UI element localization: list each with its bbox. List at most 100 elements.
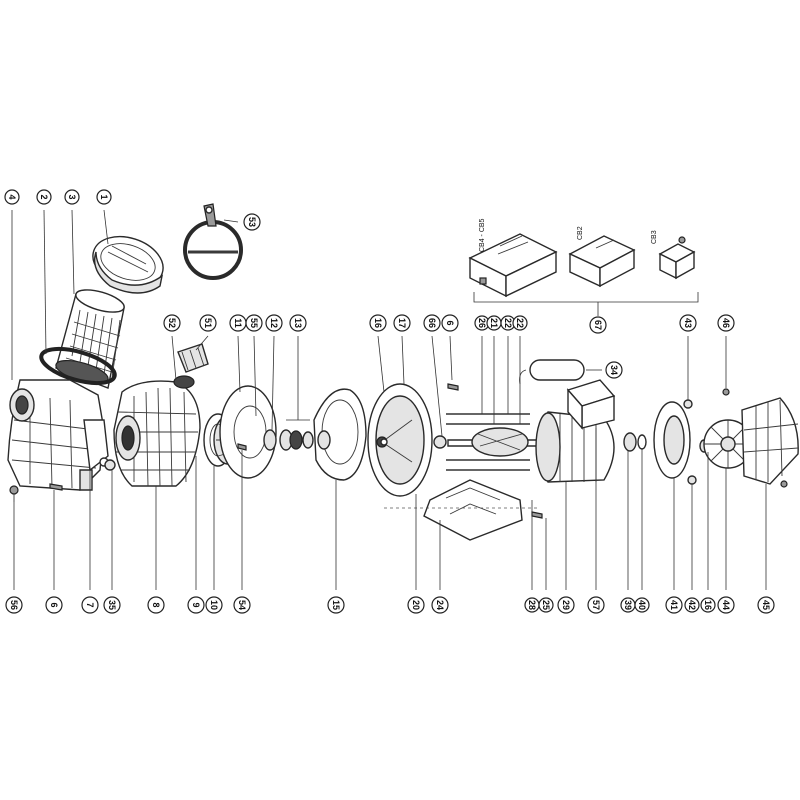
callout-c51: 51 [199, 314, 217, 332]
svg-text:28: 28 [527, 600, 537, 610]
callout-c67: 67 [589, 316, 607, 334]
svg-text:45: 45 [761, 600, 771, 610]
box-label-right: CB3 [651, 230, 658, 244]
part-ring-40 [637, 434, 647, 450]
callout-b16: 16 [700, 597, 716, 613]
part-union-52 [173, 375, 195, 389]
svg-text:54: 54 [237, 600, 247, 610]
svg-text:29: 29 [561, 600, 571, 610]
svg-text:16: 16 [373, 318, 383, 328]
box-label-middle: CB2 [577, 226, 584, 240]
part-rotor-shaft [447, 427, 541, 457]
svg-text:11: 11 [233, 318, 243, 328]
svg-text:3: 3 [67, 194, 77, 199]
callout-c52: 52 [163, 314, 181, 332]
svg-text:16: 16 [703, 600, 713, 610]
callout-c1: 1 [96, 189, 112, 205]
part-screw-6-top [447, 383, 459, 391]
svg-text:2: 2 [39, 194, 49, 199]
callout-b54: 54 [233, 596, 251, 614]
part-mechanical-seal [279, 429, 314, 451]
svg-text:35: 35 [107, 600, 117, 610]
callout-c21: 21 [486, 315, 502, 331]
svg-text:34: 34 [609, 365, 619, 375]
callout-b7: 7 [81, 596, 99, 614]
callout-b20: 20 [407, 596, 425, 614]
part-screw-43 [683, 399, 693, 409]
part-seal-12 [263, 429, 277, 451]
svg-text:8: 8 [151, 602, 161, 607]
callout-c2: 2 [36, 189, 52, 205]
svg-text:42: 42 [687, 600, 697, 610]
callout-b56: 56 [5, 596, 23, 614]
part-tie-rods [446, 413, 530, 471]
svg-text:4: 4 [7, 194, 17, 199]
callout-b41: 41 [665, 596, 683, 614]
part-o-ring [39, 346, 117, 386]
control-box-cb3: CB3 [651, 230, 696, 280]
callout-b57: 57 [587, 596, 605, 614]
part-bolt-7 [79, 469, 93, 491]
control-box-cb4-cb5: CB4 - CB5 [468, 218, 558, 298]
callout-b15: 15 [327, 596, 345, 614]
callout-c46: 46 [717, 314, 735, 332]
part-lid-key [183, 203, 243, 280]
svg-text:22: 22 [515, 318, 525, 328]
svg-text:26: 26 [477, 318, 487, 328]
part-seal-plate [219, 385, 277, 479]
callout-c3: 3 [64, 189, 80, 205]
svg-text:10: 10 [209, 600, 219, 610]
svg-text:13: 13 [293, 318, 303, 328]
svg-text:57: 57 [591, 600, 601, 610]
part-union-51 [177, 343, 209, 373]
callout-c66: 66 [423, 314, 441, 332]
callout-b42: 42 [684, 597, 700, 613]
svg-text:6: 6 [445, 320, 455, 325]
part-screw-25 [531, 511, 543, 519]
part-screw-54 [237, 443, 247, 451]
svg-text:1: 1 [99, 194, 109, 199]
callout-b39: 39 [620, 597, 636, 613]
svg-text:51: 51 [203, 318, 213, 328]
part-screw-66 [433, 435, 447, 449]
svg-text:43: 43 [683, 318, 693, 328]
svg-text:7: 7 [85, 602, 95, 607]
callout-b29: 29 [557, 596, 575, 614]
svg-text:21: 21 [489, 318, 499, 328]
svg-text:20: 20 [411, 600, 421, 610]
svg-text:22: 22 [503, 318, 513, 328]
svg-text:67: 67 [593, 320, 603, 330]
callout-c12: 12 [265, 314, 283, 332]
callout-b8: 8 [147, 596, 165, 614]
svg-text:24: 24 [435, 600, 445, 610]
callout-b6: 6 [45, 596, 63, 614]
control-box-cb2: CB2 [568, 226, 636, 288]
part-motor-flange [367, 383, 433, 497]
callout-c22b: 22 [512, 315, 528, 331]
callout-b9: 9 [187, 596, 205, 614]
part-nut-35 [104, 459, 116, 471]
part-pump-housing [7, 379, 109, 491]
svg-text:15: 15 [331, 600, 341, 610]
svg-text:6: 6 [49, 602, 59, 607]
part-rear-flange [653, 401, 691, 479]
part-terminal-box [566, 379, 616, 430]
callout-c43: 43 [679, 314, 697, 332]
box-label-left: CB4 - CB5 [479, 218, 486, 252]
callout-c6-top: 6 [441, 314, 459, 332]
part-screw-6-left [49, 483, 63, 491]
part-screw-56 [9, 485, 19, 502]
callout-c11: 11 [229, 314, 247, 332]
leader-lines [11, 209, 767, 590]
callout-c17: 17 [393, 314, 411, 332]
part-capacitor [519, 359, 585, 385]
callout-b10: 10 [205, 596, 223, 614]
part-fan-cover [741, 397, 799, 488]
callout-c53: 53 [243, 213, 261, 231]
svg-text:17: 17 [397, 318, 407, 328]
callout-b28: 28 [524, 597, 540, 613]
part-ring-39 [623, 432, 637, 452]
callout-c4: 4 [4, 189, 20, 205]
part-screw-46 [722, 388, 730, 396]
